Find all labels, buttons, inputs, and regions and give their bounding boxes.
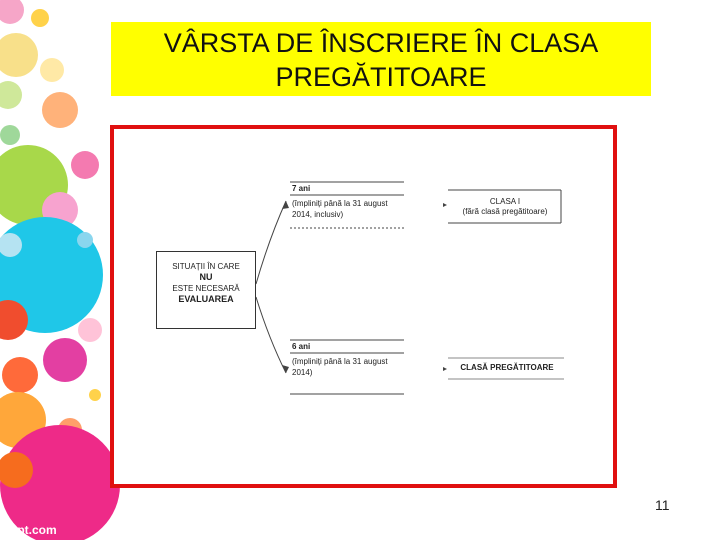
arrowhead-top [282,201,289,209]
age-box-top: 7 ani (împliniți până la 31 august 2014,… [292,183,404,220]
diagram-frame: SITUAȚII ÎN CARE NU ESTE NECESARĂ EVALUA… [110,125,617,488]
decorative-bubbles [0,0,120,540]
dest-bottom-line-1: CLASĂ PREGĂTITOARE [460,363,554,372]
arrow-to-bottom [255,296,287,374]
page-number: 11 [655,497,670,513]
age-top-header: 7 ani [292,184,311,193]
dest-top-arrow [443,203,447,207]
age-box-bottom: 6 ani (împliniți până la 31 august 2014) [292,341,404,378]
title-line-1: VÂRSTA DE ÎNSCRIERE ÎN CLASA [163,28,599,58]
slide-title: VÂRSTA DE ÎNSCRIERE ÎN CLASA PREGĂTITOAR… [111,22,651,96]
situation-box: SITUAȚII ÎN CARE NU ESTE NECESARĂ EVALUA… [156,251,256,329]
dest-box-bottom: CLASĂ PREGĂTITOARE [450,363,564,373]
age-bottom-line-2: 2014) [292,368,313,377]
age-bottom-header: 6 ani [292,342,311,351]
age-top-line-1: (împliniți până la 31 august [292,199,388,208]
dest-box-top: CLASA I (fără clasă pregătitoare) [450,197,560,217]
flow-diagram-lines [255,181,564,395]
fppt-logo: fppt.com [6,523,57,537]
situation-line-2: NU [199,272,213,282]
dest-top-line-2: (fără clasă pregătitoare) [462,207,548,216]
arrow-to-top [255,200,287,285]
dest-top-line-1: CLASA I [489,197,521,206]
situation-line-3: ESTE NECESARĂ [172,284,240,293]
situation-line-4: EVALUAREA [178,294,234,304]
situation-line-1: SITUAȚII ÎN CARE [172,262,240,271]
age-bottom-line-1: (împliniți până la 31 august [292,357,388,366]
title-line-2: PREGĂTITOARE [275,62,487,92]
arrowhead-bottom [282,365,289,373]
dest-bottom-arrow [443,367,447,371]
age-top-line-2: 2014, inclusiv) [292,210,344,219]
